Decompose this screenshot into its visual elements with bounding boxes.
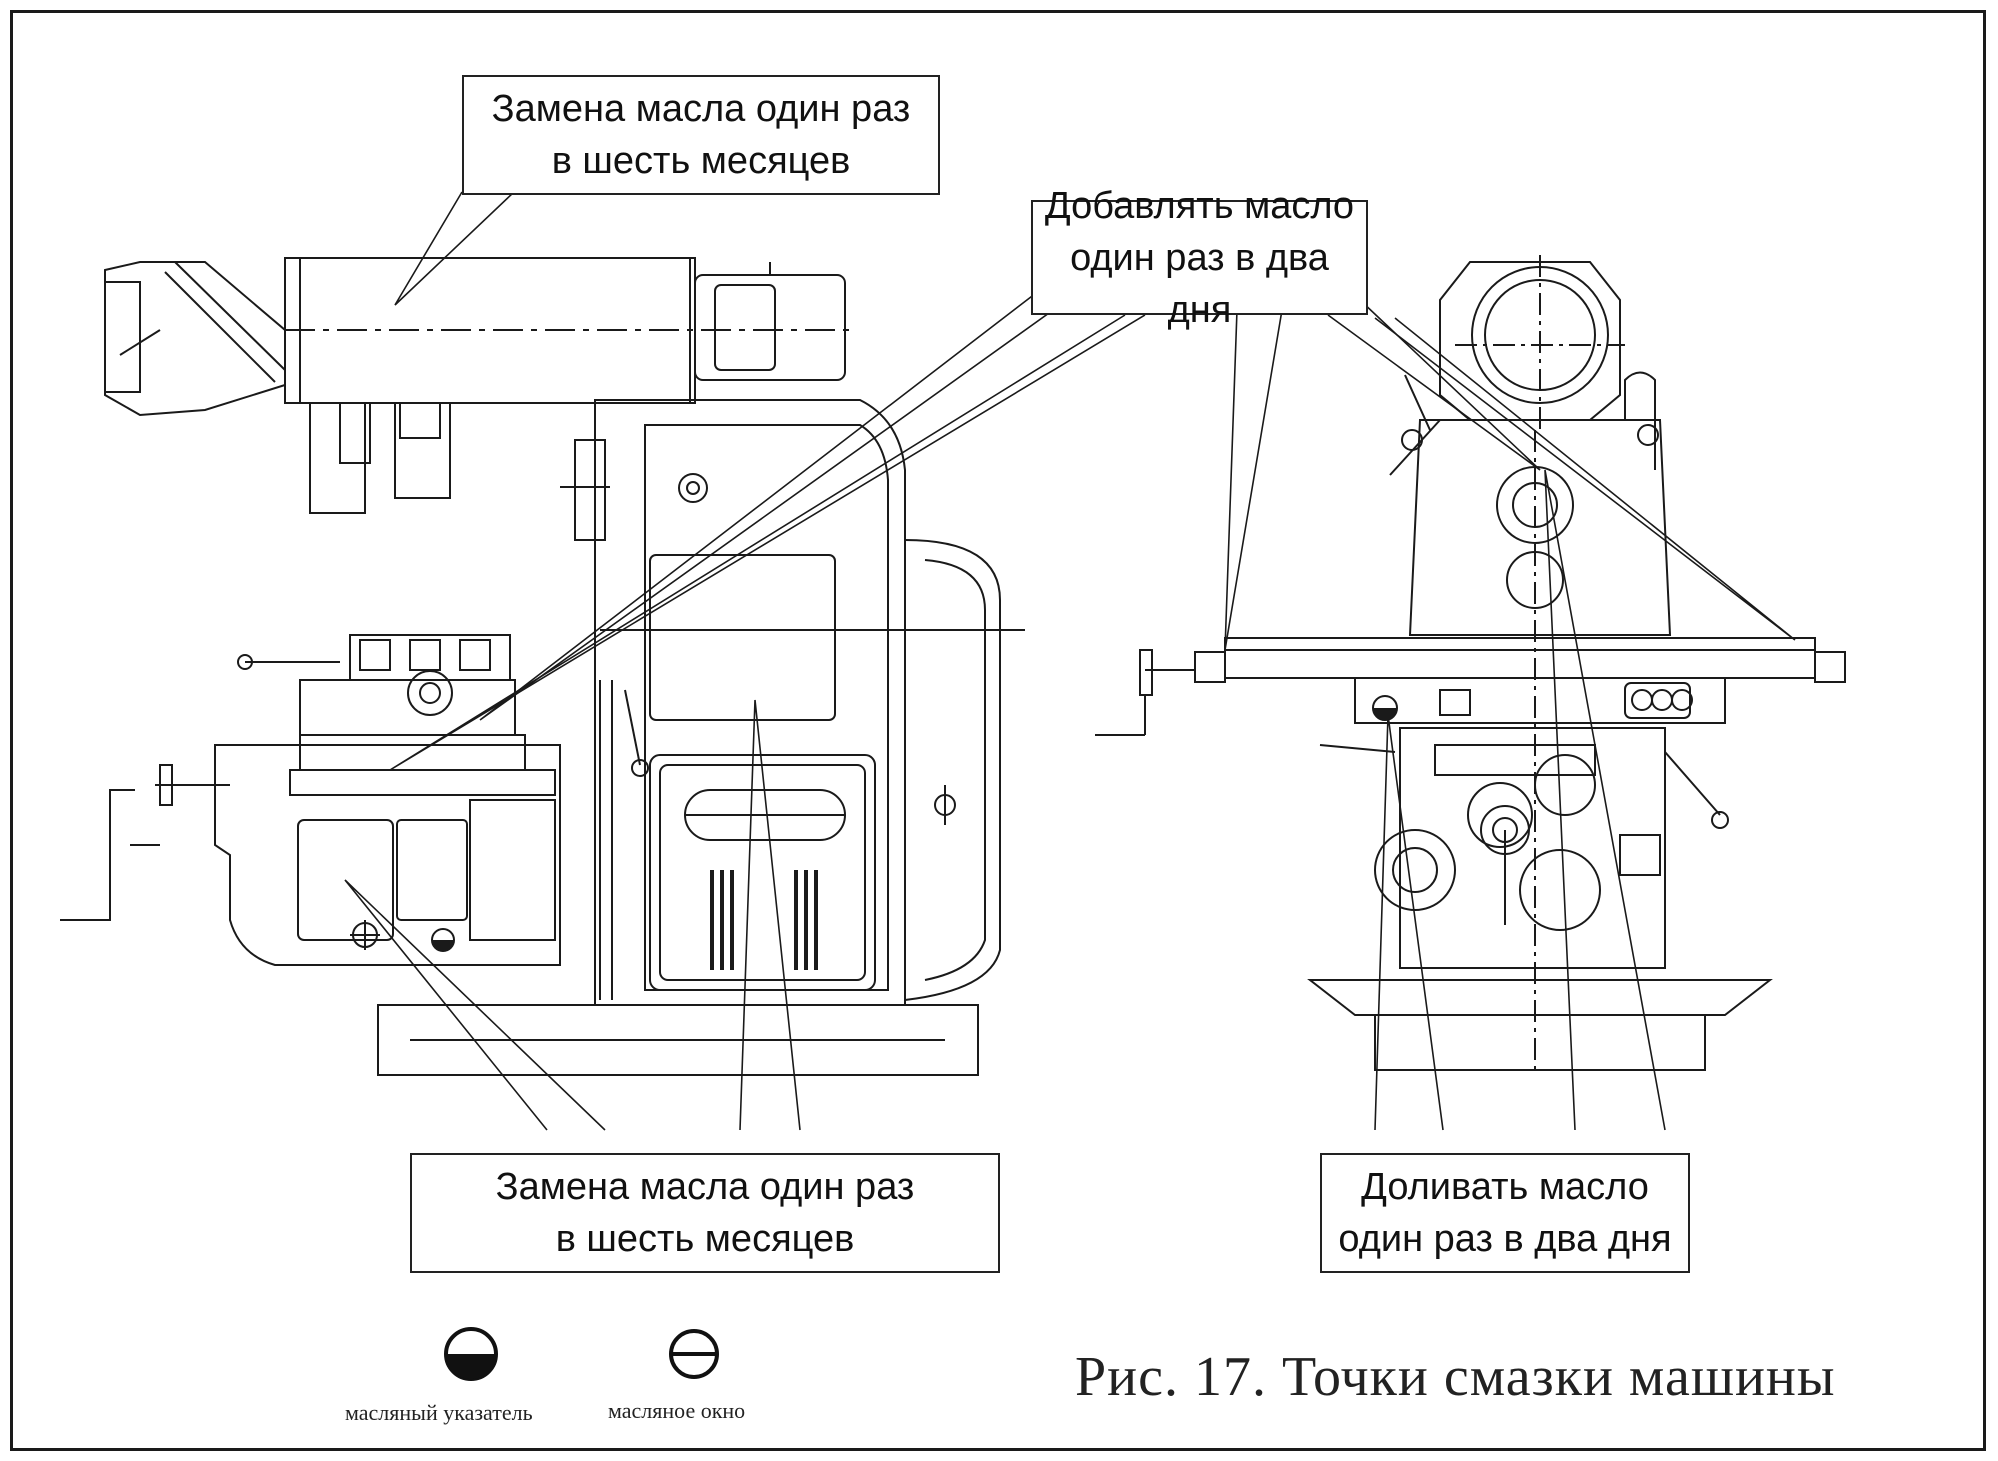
callout-line-2: в шесть месяцев [555, 1218, 855, 1260]
half-filled-circle-icon [444, 1327, 498, 1381]
side-view-machine [60, 257, 1025, 1076]
callout-add-oil-table: Добавлять масло один раз в два дня [1031, 185, 1368, 331]
callout-line-2: в шесть месяцев [551, 140, 851, 182]
callout-line-1: Замена масла один раз [491, 88, 911, 130]
callout-oil-change-knee: Замена масла один раз в шесть месяцев [410, 1153, 1000, 1273]
callout-line-1: Замена масла один раз [495, 1166, 915, 1208]
callout-top-up-oil: Доливать масло один раз в два дня [1320, 1153, 1690, 1273]
legend-label-oil-indicator: масляный указатель [345, 1400, 533, 1425]
legend-icons [444, 1327, 719, 1381]
figure-caption: Рис. 17. Точки смазки машины [1075, 1346, 1836, 1408]
legend-label-oil-window: масляное окно [608, 1398, 746, 1423]
callout-line-2: один раз в два дня [1338, 1218, 1672, 1260]
figure-frame [10, 10, 1986, 1451]
callout-line-2: один раз в два дня [1070, 236, 1329, 331]
callout-oil-change-ram: Замена масла один раз в шесть месяцев [462, 75, 940, 195]
leader-lines [344, 191, 1796, 1131]
front-view-machine [1095, 255, 1846, 1071]
callout-line-1: Доливать масло [1361, 1166, 1649, 1208]
callout-line-1: Добавлять масло [1044, 184, 1355, 227]
circle-with-bar-icon [669, 1329, 719, 1379]
